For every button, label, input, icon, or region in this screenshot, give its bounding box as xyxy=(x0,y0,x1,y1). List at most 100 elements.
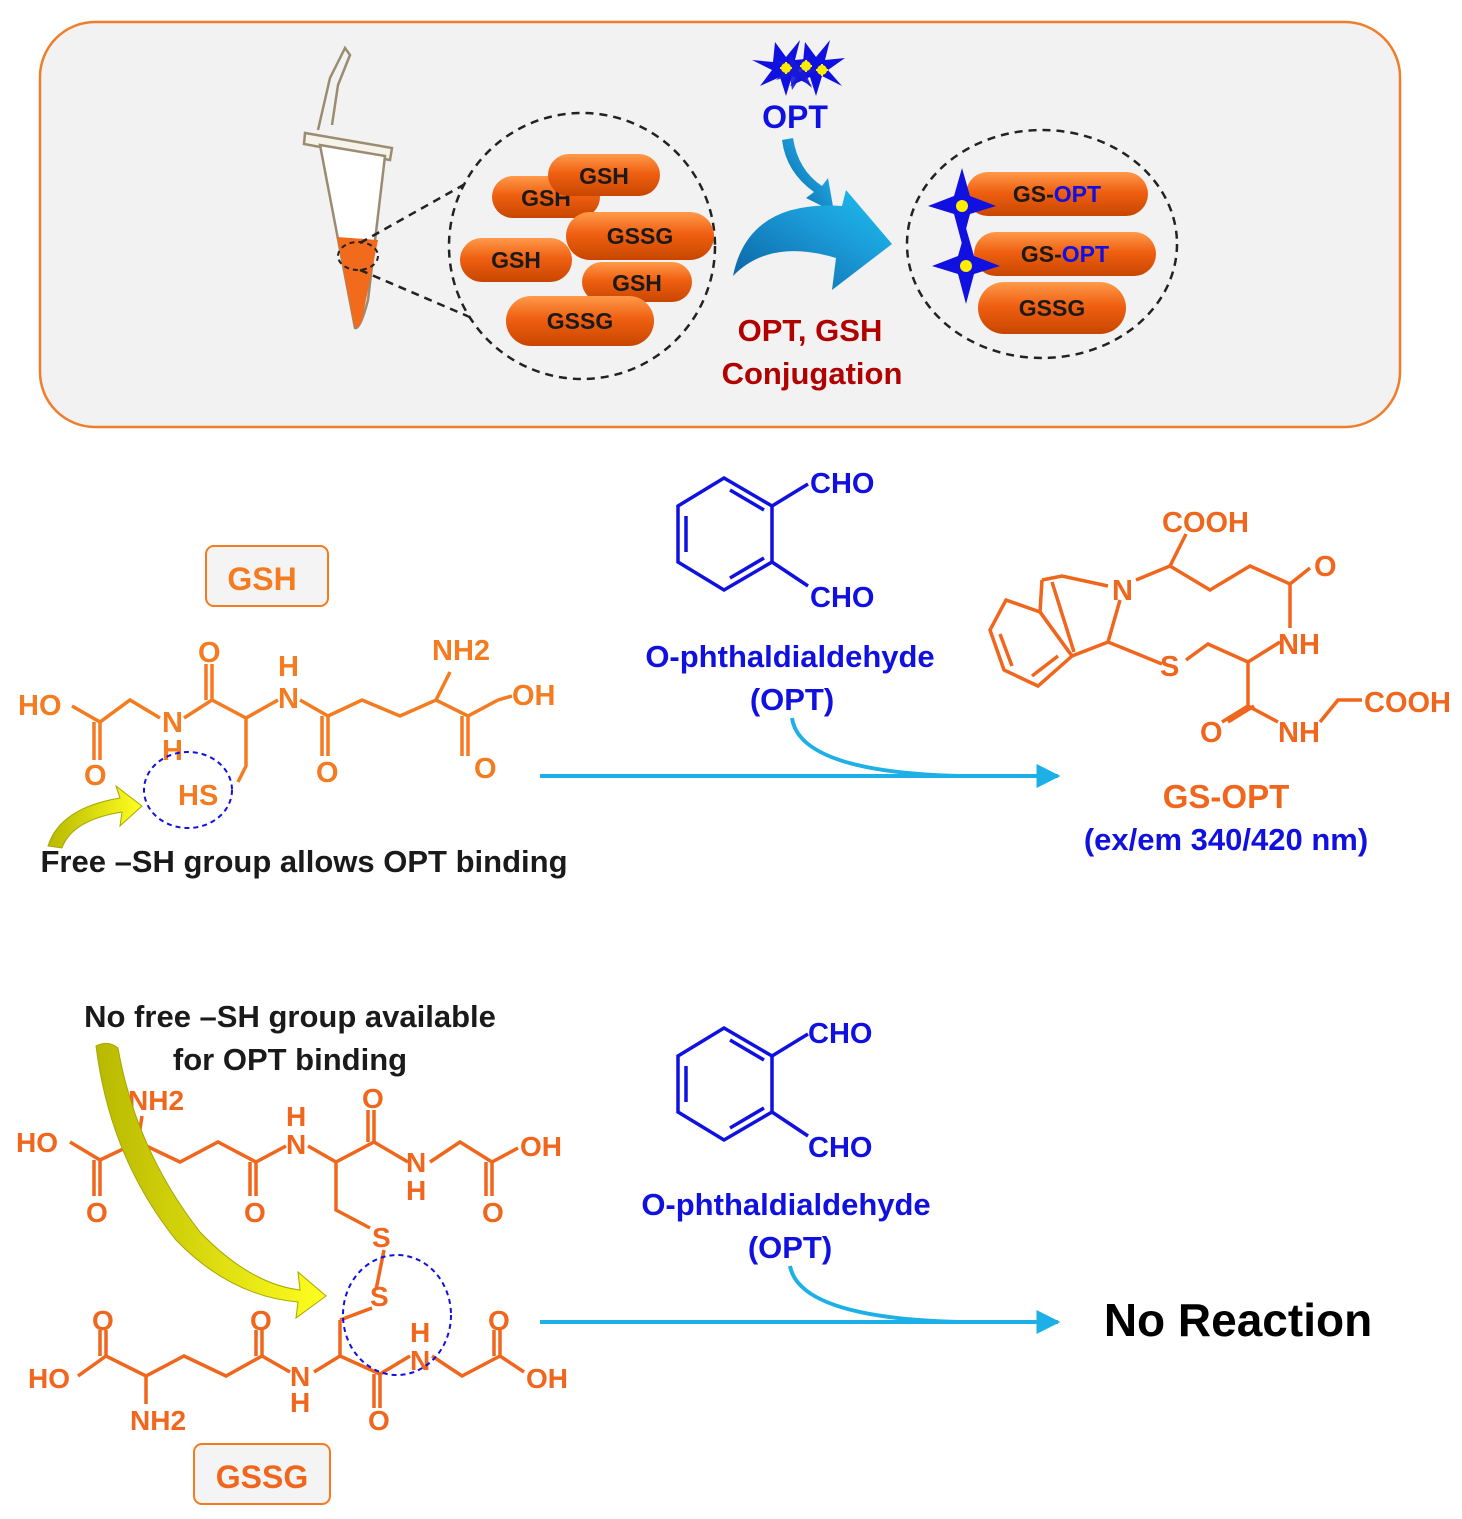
capsule-gs-opt-1: GS-OPT xyxy=(966,172,1148,216)
gs-opt-structure xyxy=(988,533,1362,724)
atom-label: NH2 xyxy=(432,635,490,667)
capsule-gsh-4: GSH xyxy=(582,262,692,302)
atom-label: HS xyxy=(178,780,218,812)
opt-structure xyxy=(676,475,809,593)
atom-label: O xyxy=(84,760,107,792)
gsh-label: GSH xyxy=(227,561,296,597)
atom-label: NH2 xyxy=(128,1085,184,1116)
atom-label: N xyxy=(162,707,183,739)
atom-label: COOH xyxy=(1162,507,1249,539)
atom-label: O xyxy=(482,1197,504,1228)
atom-label: S xyxy=(1160,651,1179,683)
reagent-name: O-phthaldialdehyde xyxy=(641,1187,930,1222)
capsule-label: GSH xyxy=(579,163,629,189)
capsule-gssg-3: GSSG xyxy=(978,282,1126,334)
capsule-label: GS-OPT xyxy=(1021,241,1109,267)
atom-label: N xyxy=(406,1147,426,1178)
capsule-label: GSH xyxy=(612,270,662,296)
disulfide-highlight xyxy=(342,1254,452,1376)
reagent-join-arrow xyxy=(790,717,961,778)
atom-label: NH xyxy=(1278,717,1320,749)
reagent-abbr: (OPT) xyxy=(748,1230,832,1265)
capsule-prefix: GS- xyxy=(1013,181,1054,207)
atom-label: N xyxy=(1112,575,1133,607)
atom-label: N xyxy=(290,1361,310,1392)
atom-label: H xyxy=(162,735,183,767)
atom-label: O xyxy=(86,1197,108,1228)
overview-panel: GSH GSH GSSG GSH GSH GSSG xyxy=(38,20,1402,429)
reaction-gsh: GSH HO O N H O H N O NH2 OH O HS xyxy=(18,468,1451,879)
process-label-line1: OPT, GSH xyxy=(738,313,883,348)
atom-label: O xyxy=(362,1083,384,1114)
pointer-arrow-icon xyxy=(95,1042,327,1320)
atom-label: O xyxy=(368,1405,390,1436)
atom-label: HO xyxy=(28,1363,70,1394)
reagent-name: O-phthaldialdehyde xyxy=(645,639,934,674)
atom-label: O xyxy=(198,637,221,669)
free-sh-highlight xyxy=(143,751,233,829)
atom-label: H xyxy=(410,1317,430,1348)
eppendorf-tube-icon xyxy=(302,45,394,330)
aldehyde-group: CHO xyxy=(810,582,874,614)
zoom-line-top xyxy=(359,168,491,245)
atom-label: O xyxy=(92,1305,114,1336)
capsule-prefix: GS- xyxy=(1021,241,1062,267)
atom-label: OH xyxy=(526,1363,568,1394)
no-free-sh-note-line2: for OPT binding xyxy=(173,1042,407,1077)
atom-label: O xyxy=(1314,551,1337,583)
product-detail: (ex/em 340/420 nm) xyxy=(1084,822,1368,857)
fluorophore-star-icon xyxy=(928,168,996,244)
capsule-suffix: OPT xyxy=(1062,241,1109,267)
process-label-line2: Conjugation xyxy=(722,356,903,391)
capsule-gssg-2: GSSG xyxy=(506,296,654,346)
aldehyde-group: CHO xyxy=(808,1132,872,1164)
no-free-sh-note-line1: No free –SH group available xyxy=(84,999,496,1034)
atom-label: S xyxy=(370,1281,389,1312)
reagent-join-arrow xyxy=(788,1265,961,1324)
atom-label: O xyxy=(244,1197,266,1228)
atom-label: N xyxy=(286,1129,306,1160)
atom-label: N xyxy=(278,683,299,715)
atom-label: O xyxy=(316,757,339,789)
reagent-abbr: (OPT) xyxy=(750,682,834,717)
product-name: GS-OPT xyxy=(1163,778,1290,815)
atom-label: O xyxy=(1200,717,1223,749)
reaction-gssg: No free –SH group available for OPT bind… xyxy=(16,999,1372,1505)
capsule-label: GSH xyxy=(491,247,541,273)
capsule-label: GS-OPT xyxy=(1013,181,1101,207)
capsule-gs-opt-2: GS-OPT xyxy=(974,232,1156,276)
atom-label: S xyxy=(372,1222,391,1253)
fluorophore-star-icon xyxy=(932,228,1000,304)
atom-label: N xyxy=(410,1345,430,1376)
atom-label: NH xyxy=(1278,629,1320,661)
atom-label: HO xyxy=(16,1127,58,1158)
free-sh-note: Free –SH group allows OPT binding xyxy=(40,844,567,879)
gssg-lower-structure xyxy=(76,1306,525,1408)
capsule-label: GSSG xyxy=(547,308,613,334)
atom-label: NH2 xyxy=(130,1405,186,1436)
capsule-label: GSSG xyxy=(1019,295,1085,321)
atom-label: H xyxy=(278,651,299,683)
atom-label: O xyxy=(488,1305,510,1336)
atom-label: OH xyxy=(512,680,556,712)
capsule-suffix: OPT xyxy=(1054,181,1101,207)
atom-label: H xyxy=(286,1101,306,1132)
aldehyde-group: CHO xyxy=(808,1018,872,1050)
reagent-add-arrow xyxy=(782,138,834,212)
atom-label: HO xyxy=(18,690,62,722)
atom-label: OH xyxy=(520,1131,562,1162)
no-reaction-result: No Reaction xyxy=(1104,1294,1372,1346)
gssg-label: GSSG xyxy=(216,1459,308,1495)
pointer-arrow-icon xyxy=(47,784,143,849)
opt-star-cluster-icon xyxy=(752,40,845,96)
capsule-gssg-1: GSSG xyxy=(566,212,714,260)
opt-reagent-label: OPT xyxy=(762,99,828,135)
atom-label: O xyxy=(250,1305,272,1336)
capsule-label: GSSG xyxy=(607,223,673,249)
opt-structure xyxy=(676,1025,809,1143)
aldehyde-group: CHO xyxy=(810,468,874,500)
atom-label: H xyxy=(290,1387,310,1418)
atom-label: H xyxy=(406,1175,426,1206)
capsule-gsh-3: GSH xyxy=(460,238,572,282)
